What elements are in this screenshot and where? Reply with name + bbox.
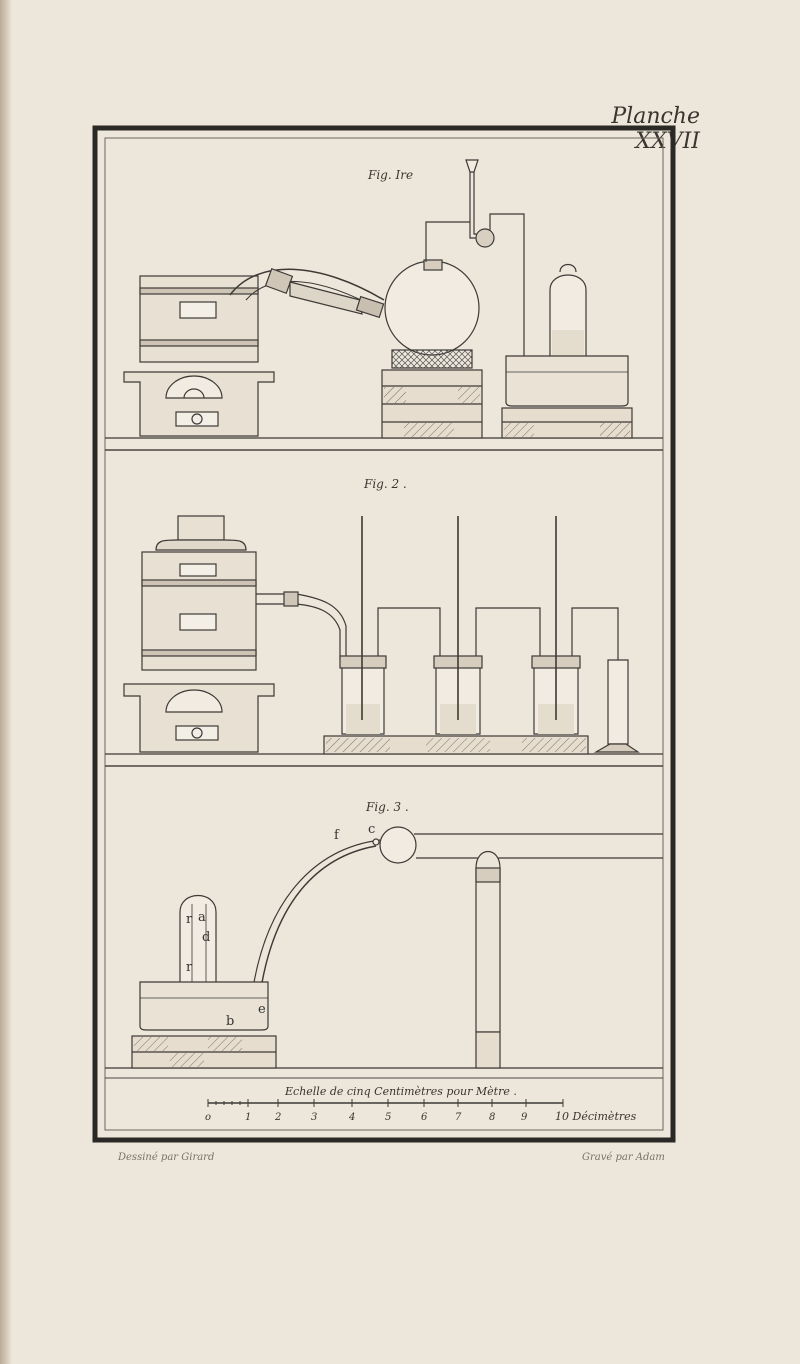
figure-2-apparatus — [105, 515, 663, 755]
fig2-woulfe-bottle-2 — [433, 516, 483, 735]
scale-tick-label: 9 — [521, 1112, 528, 1123]
scale-tick-label: 4 — [349, 1112, 356, 1123]
fig1-water-trough — [505, 355, 629, 407]
figure-3-label: Fig. 3 . — [366, 800, 409, 814]
fig1-flask-stand-ring — [391, 349, 473, 369]
plate-inner-frame — [104, 137, 664, 1131]
fig2-test-jar — [593, 659, 640, 753]
fig1-adapter — [264, 268, 294, 294]
scale-tick-label: 5 — [385, 1112, 392, 1123]
fig1-retort-neck — [229, 268, 385, 301]
fig3-letter-d: d — [202, 930, 211, 945]
scale-unit-label: 10 Décimètres — [555, 1110, 637, 1123]
fig3-letter-f: f — [334, 828, 339, 843]
fig2-woulfe-bottle-1 — [339, 516, 387, 735]
fig3-letter-e: e — [258, 1002, 266, 1017]
scale-tick-label: 2 — [275, 1112, 282, 1123]
fig1-trough-bricks — [501, 407, 633, 439]
figure-3-apparatus — [105, 826, 663, 1069]
fig2-brick-base — [323, 735, 589, 755]
fig1-furnace — [123, 275, 275, 437]
fig1-receiver-flask — [384, 260, 480, 356]
scale-tick-label: 1 — [245, 1112, 252, 1123]
plate-title: Planche XXVII — [611, 104, 700, 154]
fig1-allonge — [289, 281, 363, 315]
fig3-letter-b: b — [226, 1014, 235, 1029]
fig3-support-column — [475, 851, 501, 1069]
fig3-letter-r-lower: r — [186, 960, 193, 975]
fig2-connecting-tube-1 — [377, 607, 441, 656]
scale-bar — [207, 1099, 564, 1107]
fig1-safety-bulb — [475, 228, 495, 248]
fig2-furnace — [123, 515, 275, 753]
scale-title: Echelle de cinq Centimètres pour Mètre . — [285, 1085, 517, 1098]
scale-tick-label: 6 — [421, 1112, 428, 1123]
scale-tick-label: o — [205, 1112, 212, 1123]
scale-tick-label: 3 — [311, 1112, 318, 1123]
figure-1-label: Fig. Ire — [368, 168, 414, 182]
book-binding-edge — [0, 0, 12, 1364]
fig3-curved-tube — [257, 845, 377, 1011]
fig2-woulfe-bottle-3 — [531, 516, 581, 735]
fig3-letter-r-upper: r — [186, 912, 193, 927]
figure-1-apparatus — [105, 159, 663, 439]
fig2-connecting-tube-3 — [571, 607, 619, 660]
fig3-water-trough — [139, 981, 269, 1031]
fig2-connecting-tube-2 — [475, 607, 541, 656]
scale-tick-label: 7 — [455, 1112, 462, 1123]
draughtsman-credit: Dessiné par Girard — [118, 1152, 215, 1163]
figure-2-label: Fig. 2 . — [364, 477, 407, 491]
fig1-delivery-tube — [425, 221, 470, 262]
fig3-letter-c: c — [368, 822, 376, 837]
plate-outer-frame — [92, 125, 676, 1143]
fig3-letter-a: a — [198, 910, 206, 925]
engraver-credit: Gravé par Adam — [582, 1152, 665, 1163]
fig3-brick-base — [131, 1035, 277, 1069]
fig3-retort-bulb — [379, 826, 417, 864]
fig1-brick-pillar — [381, 369, 483, 439]
scale-tick-label: 8 — [489, 1112, 496, 1123]
